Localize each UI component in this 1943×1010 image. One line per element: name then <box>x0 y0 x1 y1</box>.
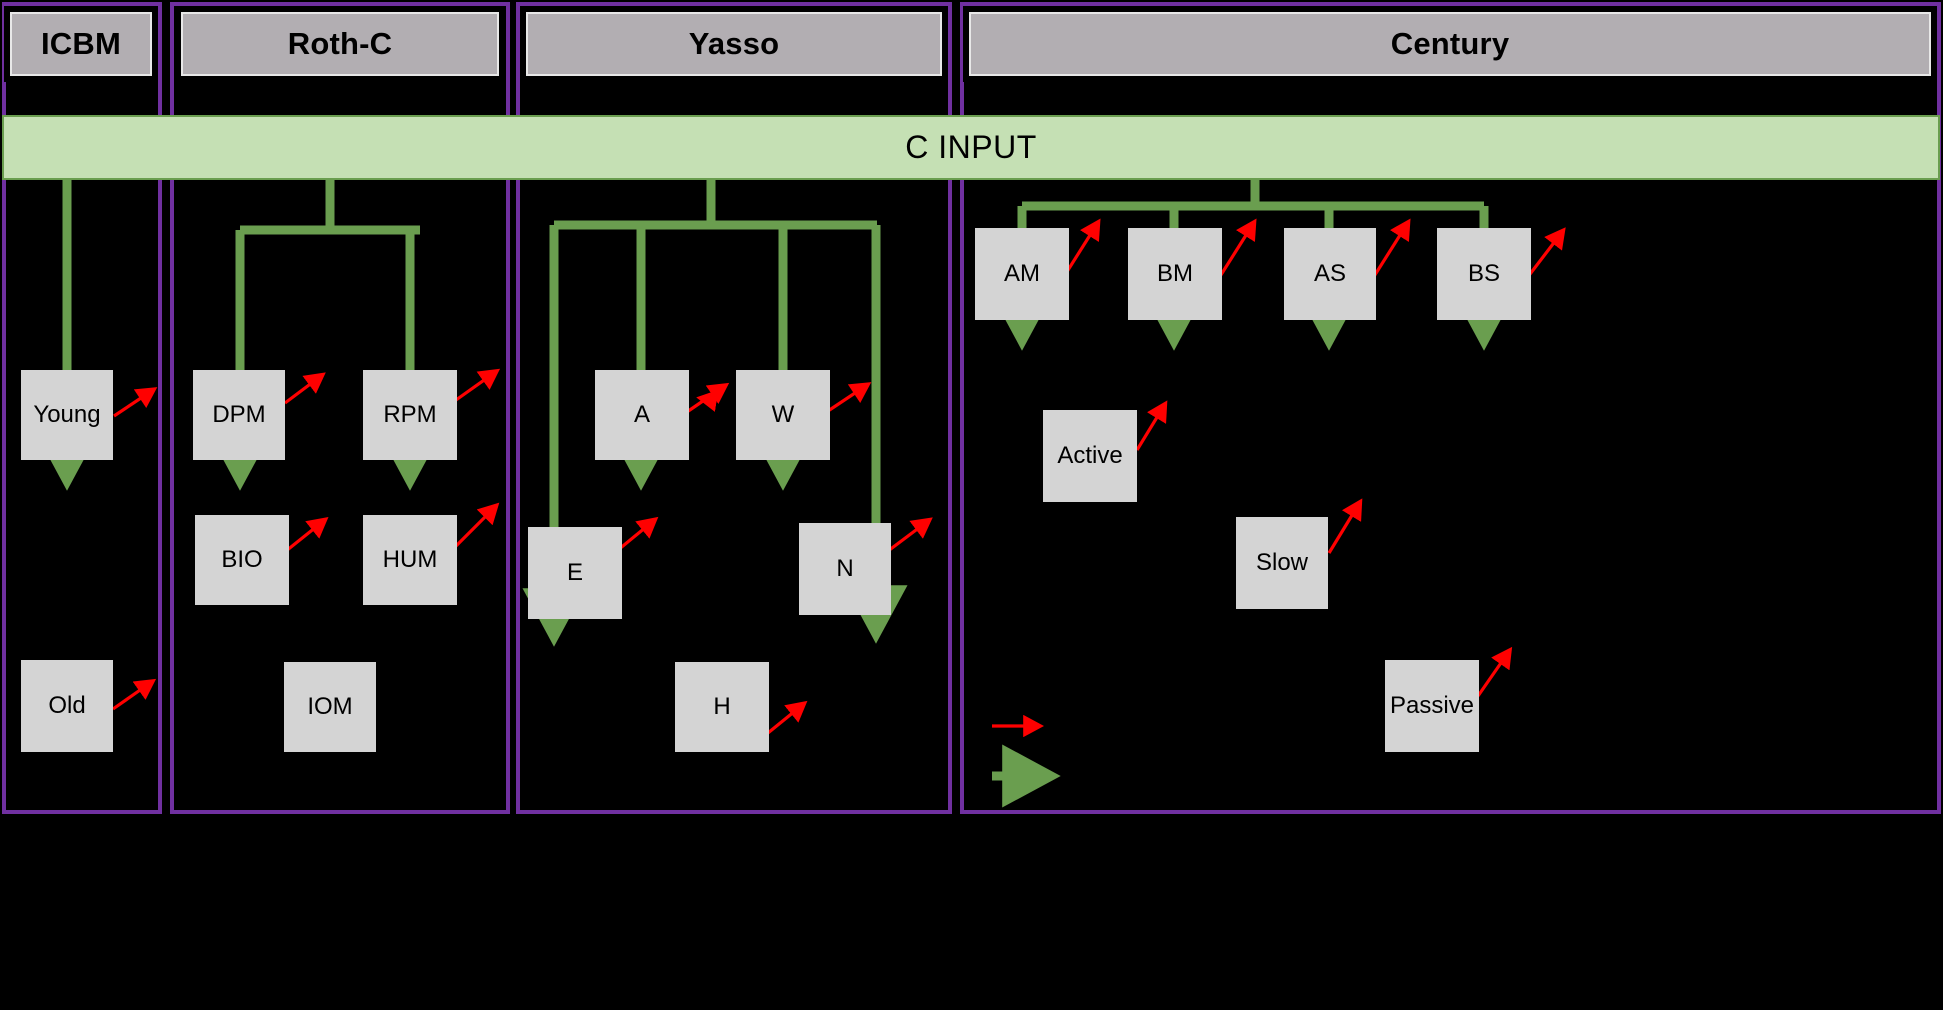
pool-box-dpm[interactable]: DPM <box>193 370 285 460</box>
pool-box-hum[interactable]: HUM <box>363 515 457 605</box>
pool-label-am: AM <box>1004 260 1040 287</box>
pool-box-active[interactable]: Active <box>1043 410 1137 502</box>
pool-box-as[interactable]: AS <box>1284 228 1376 320</box>
model-title-roth-c: Roth-C <box>287 26 393 61</box>
pool-box-passive[interactable]: Passive <box>1385 660 1479 752</box>
pool-label-iom: IOM <box>307 693 353 720</box>
pool-label-bs: BS <box>1467 260 1500 287</box>
pool-box-old[interactable]: Old <box>21 660 113 752</box>
model-header-century: Century <box>963 6 1937 82</box>
pool-box-slow[interactable]: Slow <box>1236 517 1328 609</box>
model-title-yasso: Yasso <box>688 26 780 61</box>
pool-label-hum: HUM <box>382 546 438 573</box>
pool-label-dpm: DPM <box>212 401 266 428</box>
pool-box-rpm[interactable]: RPM <box>363 370 457 460</box>
pool-box-w[interactable]: W <box>736 370 830 460</box>
pool-label-slow: Slow <box>1255 549 1309 576</box>
pool-box-bio[interactable]: BIO <box>195 515 289 605</box>
pool-box-bm[interactable]: BM <box>1128 228 1222 320</box>
pool-box-iom[interactable]: IOM <box>284 662 376 752</box>
pool-box-h[interactable]: H <box>675 662 769 752</box>
pool-box-am[interactable]: AM <box>975 228 1069 320</box>
pool-label-n: N <box>836 555 854 582</box>
pool-box-a[interactable]: A <box>595 370 689 460</box>
c-input-label: C INPUT <box>905 129 1037 165</box>
model-header-roth-c: Roth-C <box>175 6 505 82</box>
pool-label-as: AS <box>1313 260 1346 287</box>
model-header-icbm: ICBM <box>4 6 158 82</box>
model-title-century: Century <box>1390 26 1510 61</box>
pool-label-bm: BM <box>1157 260 1193 287</box>
pool-label-active: Active <box>1057 442 1123 469</box>
pool-label-h: H <box>713 693 731 720</box>
pool-label-old: Old <box>48 692 86 719</box>
pool-label-young: Young <box>33 401 101 428</box>
pool-label-a: A <box>633 401 650 428</box>
pool-label-passive: Passive <box>1389 692 1475 719</box>
pool-label-w: W <box>771 401 795 428</box>
pool-label-bio: BIO <box>221 546 263 573</box>
pool-label-e: E <box>566 559 583 586</box>
c-input-band: C INPUT <box>2 115 1940 180</box>
pool-box-bs[interactable]: BS <box>1437 228 1531 320</box>
pool-label-rpm: RPM <box>383 401 437 428</box>
pool-box-young[interactable]: Young <box>21 370 113 460</box>
model-header-yasso: Yasso <box>520 6 948 82</box>
pool-box-e[interactable]: E <box>528 527 622 619</box>
model-title-icbm: ICBM <box>40 26 121 61</box>
pool-box-n[interactable]: N <box>799 523 891 615</box>
